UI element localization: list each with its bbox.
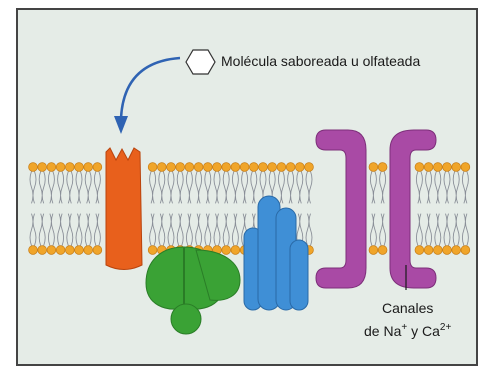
receptor-protein xyxy=(106,148,142,270)
lipid-head xyxy=(47,163,56,172)
lipid-head xyxy=(378,246,387,255)
lipid-head xyxy=(56,163,65,172)
lipid-head xyxy=(424,246,433,255)
lipid-head xyxy=(93,163,102,172)
lipid-head xyxy=(75,246,84,255)
lipid-head xyxy=(176,163,185,172)
channels-label-line2: de Na+ y Ca2+ xyxy=(364,322,451,339)
lipid-head xyxy=(84,246,93,255)
lipid-head xyxy=(378,163,387,172)
lipid-head xyxy=(203,163,212,172)
lipid-head xyxy=(240,163,249,172)
lipid-head xyxy=(295,163,304,172)
hexagon-icon xyxy=(186,50,215,74)
lipid-head xyxy=(461,246,470,255)
lipid-head xyxy=(222,163,231,172)
lipid-head xyxy=(194,163,203,172)
lipid-head xyxy=(249,163,258,172)
lipid-head xyxy=(84,163,93,172)
lipid-head xyxy=(56,246,65,255)
lipid-head xyxy=(369,246,378,255)
lipid-head xyxy=(185,163,194,172)
lipid-head xyxy=(433,246,442,255)
lipid-head xyxy=(277,163,286,172)
channels-label-line1: Canales xyxy=(382,300,433,316)
lipid-head xyxy=(75,163,84,172)
lipid-head xyxy=(286,163,295,172)
lipid-head xyxy=(38,163,47,172)
lipid-head xyxy=(259,163,268,172)
lipid-head xyxy=(452,246,461,255)
lipid-head xyxy=(415,246,424,255)
lipid-head xyxy=(305,163,314,172)
lipid-head xyxy=(157,163,166,172)
lipid-head xyxy=(461,163,470,172)
lipid-head xyxy=(65,163,74,172)
lipid-head xyxy=(38,246,47,255)
lipid-head xyxy=(452,163,461,172)
lipid-head xyxy=(29,246,38,255)
lipid-head xyxy=(148,163,157,172)
lipid-head xyxy=(231,246,240,255)
lipid-head xyxy=(93,246,102,255)
lipid-head xyxy=(268,163,277,172)
lipid-head xyxy=(213,163,222,172)
lipid-head xyxy=(443,246,452,255)
lipid-head xyxy=(65,246,74,255)
lipid-head xyxy=(415,163,424,172)
lipid-head xyxy=(369,163,378,172)
lipid-head xyxy=(222,246,231,255)
lipid-head xyxy=(433,163,442,172)
lipid-head xyxy=(47,246,56,255)
lipid-head xyxy=(443,163,452,172)
lipid-head xyxy=(231,163,240,172)
lipid-head xyxy=(148,246,157,255)
molecule-label: Molécula saboreada u olfateada xyxy=(221,53,420,69)
lipid-head xyxy=(424,163,433,172)
lipid-head xyxy=(167,163,176,172)
lipid-head xyxy=(29,163,38,172)
